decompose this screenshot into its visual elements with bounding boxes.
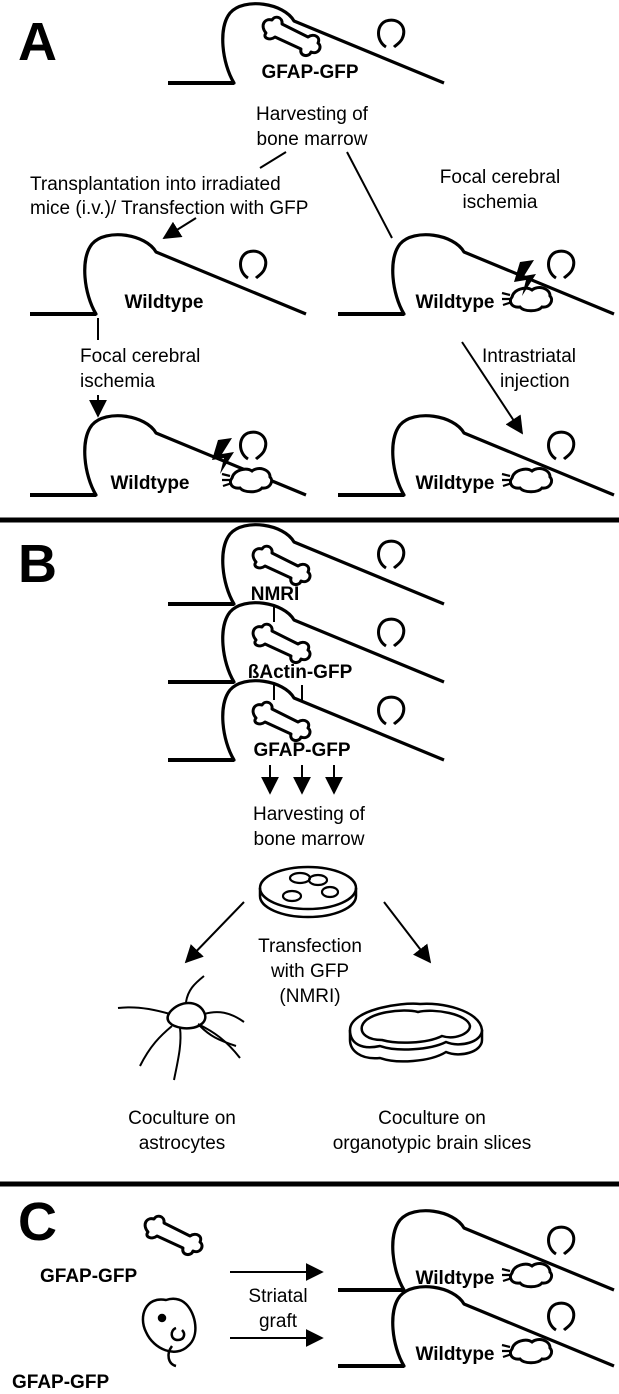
mouse-c-bottom-label: Wildtype [416, 1344, 495, 1365]
injection-line1: Intrastriatal [482, 346, 576, 367]
ischemia-left-line2: ischemia [80, 371, 155, 392]
embryo-label: GFAP-GFP [12, 1372, 109, 1393]
coc-left-line2: astrocytes [139, 1133, 226, 1154]
transfect-line2: with GFP [270, 961, 349, 982]
mouse-wildtype-mid-left: Wildtype [30, 235, 306, 314]
transfect-line3: (NMRI) [279, 986, 340, 1007]
arrow-to-astrocytes [186, 902, 244, 962]
mouse-wildtype-bottom-right: Wildtype [338, 416, 614, 495]
mouse-gfap-b-label: GFAP-GFP [253, 740, 350, 761]
mouse-donor-a: GFAP-GFP [168, 4, 444, 83]
panel-a-letter: A [18, 12, 57, 72]
transfect-line1: Transfection [258, 936, 362, 957]
harvest-a-line1: Harvesting of [256, 104, 369, 125]
mouse-mid-left-label: Wildtype [125, 292, 204, 313]
mouse-bactin: ßActin-GFP [168, 603, 444, 683]
ischemia-right-line1: Focal cerebral [440, 167, 560, 188]
brain-slice-icon [350, 1004, 482, 1062]
coc-right-line2: organotypic brain slices [333, 1133, 532, 1154]
injection-line2: injection [500, 371, 570, 392]
donor-a-label: GFAP-GFP [261, 62, 358, 83]
transplant-line2: mice (i.v.)/ Transfection with GFP [30, 198, 308, 219]
embryo-icon [143, 1299, 195, 1366]
mouse-wildtype-c-bottom: Wildtype [338, 1287, 614, 1366]
mouse-mid-right-label: Wildtype [416, 292, 495, 313]
mouse-wildtype-mid-right: Wildtype [338, 235, 614, 314]
mouse-bot-right-label: Wildtype [416, 473, 495, 494]
coc-right-line1: Coculture on [378, 1108, 486, 1129]
harvest-b-line1: Harvesting of [253, 804, 366, 825]
mouse-wildtype-bottom-left: Wildtype [30, 416, 306, 495]
mouse-wildtype-c-top: Wildtype [338, 1211, 614, 1290]
graft-line2: graft [259, 1311, 298, 1332]
arrow-transplant [164, 218, 196, 238]
panel-b-letter: B [18, 534, 57, 594]
petri-dish-icon [260, 867, 356, 917]
graft-line1: Striatal [248, 1286, 307, 1307]
harvest-a-line2: bone marrow [257, 129, 368, 150]
panel-b: B NMRI ßActin-GFP GFAP-GFP Harvesting of… [18, 525, 531, 1154]
ischemia-right-line2: ischemia [463, 192, 538, 213]
arrow-to-slices [384, 902, 430, 962]
bone-label: GFAP-GFP [40, 1266, 137, 1287]
mouse-nmri: NMRI [168, 525, 444, 605]
harvest-b-line2: bone marrow [254, 829, 365, 850]
astrocyte-icon [118, 976, 244, 1080]
panel-a: A GFAP-GFP Harvesting of bone marrow Tra… [18, 4, 614, 495]
panel-c-letter: C [18, 1192, 57, 1252]
connector-a-right [347, 152, 392, 238]
coc-left-line1: Coculture on [128, 1108, 236, 1129]
panel-c: C GFAP-GFP GFAP-GFP Striatal graft Wildt… [12, 1192, 614, 1393]
mouse-bot-left-label: Wildtype [111, 473, 190, 494]
connector-a-left [260, 152, 286, 168]
transplant-line1: Transplantation into irradiated [30, 174, 281, 195]
ischemia-left-line1: Focal cerebral [80, 346, 200, 367]
bone-icon [145, 1216, 202, 1254]
mouse-gfap-b: GFAP-GFP [168, 681, 444, 761]
